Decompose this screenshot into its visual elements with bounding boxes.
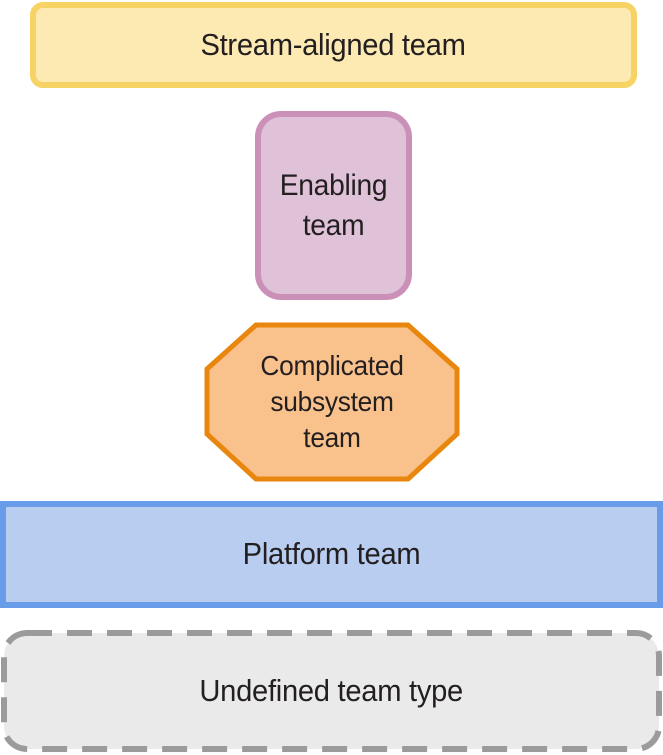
undefined-team-type-box: Undefined team type	[0, 628, 663, 754]
complicated-subsystem-team-box: Complicated subsystem team	[204, 322, 460, 482]
platform-team-label: Platform team	[242, 536, 421, 572]
undefined-team-type-label: Undefined team type	[199, 672, 464, 708]
platform-team-box: Platform team	[0, 501, 663, 608]
octagon-shape	[204, 322, 460, 482]
stream-aligned-team-box: Stream-aligned team	[30, 2, 637, 88]
dashed-rounded-rect-shape	[1, 630, 662, 752]
enabling-team-label: Enabling team	[279, 168, 388, 242]
enabling-team-box: Enabling team	[255, 111, 412, 300]
complicated-subsystem-team-label: Complicated subsystem team	[260, 350, 404, 453]
stream-aligned-team-label: Stream-aligned team	[200, 26, 467, 62]
